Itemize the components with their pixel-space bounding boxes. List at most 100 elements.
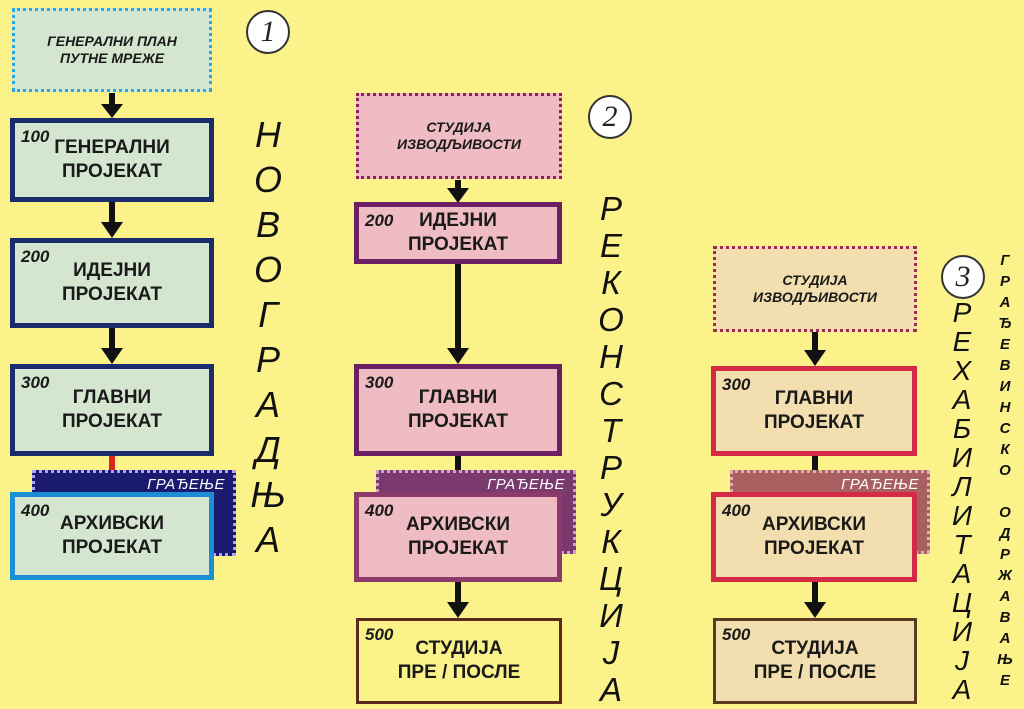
col2-box-200-line2: ПРОЈЕКАТ (407, 234, 509, 255)
col1-vertical-letter: Г (258, 294, 278, 335)
col1-box-400-number: 400 (21, 501, 50, 520)
col2-vertical-letter: А (599, 671, 622, 708)
col1-box-200-line1: ИДЕЈНИ (73, 260, 151, 282)
col3-vertical-letter: А (952, 384, 972, 415)
col2-arrow-2 (447, 264, 469, 364)
col3-vertical-small-letter: Е (999, 336, 1010, 353)
col1-box-400-line2: ПРОЈЕКАТ (61, 537, 163, 558)
col2-vertical-letter: Р (599, 190, 622, 227)
col3-vertical-small-letter: А (999, 294, 1011, 311)
col3-box-500-line2: ПРЕ / ПОСЛЕ (753, 662, 877, 683)
col3-vertical-letter: Т (953, 529, 971, 560)
col3-vertical-small-letter: О (999, 504, 1011, 521)
col3-vertical-small-letter (1003, 481, 1007, 502)
col1-box-300-number: 300 (21, 373, 50, 392)
col1-box-200-number: 200 (21, 247, 50, 266)
col3-source-box: СТУДИЈА ИЗВОДЉИВОСТИ (713, 246, 917, 332)
col3-box-500-line1: СТУДИЈА (771, 638, 859, 660)
col2-box-200: 200 ИДЕЈНИ ПРОЈЕКАТ (354, 202, 562, 264)
col3-vertical-small-letter: А (999, 588, 1011, 605)
col3-box-400: 400 АРХИВСКИ ПРОЈЕКАТ (711, 492, 917, 582)
col2-construction-label: ГРАЂЕЊЕ (487, 476, 565, 493)
col2-box-300-line1: ГЛАВНИ (418, 387, 498, 409)
col2-box-200-line1: ИДЕЈНИ (419, 210, 497, 232)
col1-vertical-letter: О (253, 249, 282, 290)
col3-vertical-small-letter: Њ (997, 651, 1013, 668)
col3-vertical-letter: Б (952, 413, 972, 444)
col2-vertical-letter: Н (599, 338, 623, 375)
col3-vertical-letter: И (951, 442, 973, 473)
col1-arrow-3 (101, 328, 123, 364)
col3-vertical-letter: Е (952, 326, 972, 357)
col3-box-300-number: 300 (722, 375, 751, 394)
col3-vertical-letter: Р (952, 297, 972, 328)
col3-vertical-small-letter: Р (999, 273, 1010, 290)
col1-box-400: 400 АРХИВСКИ ПРОЈЕКАТ (10, 492, 214, 580)
col3-vertical-letter: Ц (951, 587, 973, 618)
col2-vertical-letter: О (598, 301, 624, 338)
col1-box-100-number: 100 (21, 127, 50, 146)
col3-vertical-small-letter: Н (999, 399, 1011, 416)
col2-box-400-line1: АРХИВСКИ (406, 514, 510, 536)
col2-box-200-number: 200 (365, 211, 394, 230)
col1-vertical-letter: Р (255, 339, 280, 380)
col1-vertical-letter: А (255, 384, 280, 425)
col3-vertical-small-letter: В (999, 357, 1011, 374)
col3-vertical-letter: А (952, 674, 972, 705)
col2-arrow-4 (447, 582, 469, 618)
col1-box-300: 300 ГЛАВНИ ПРОЈЕКАТ (10, 364, 214, 456)
col3-box-300: 300 ГЛАВНИ ПРОЈЕКАТ (711, 366, 917, 456)
col2-vertical-letter: Е (599, 227, 622, 264)
col3-vertical-letter: Ј (955, 645, 969, 676)
col3-vertical-letter: Х (952, 355, 972, 386)
col1-source-line2: ПУТНЕ МРЕЖЕ (59, 50, 165, 66)
col1-box-100-line2: ПРОЈЕКАТ (61, 161, 163, 182)
col3-marker: 3 (941, 255, 985, 299)
col2-box-500-line1: СТУДИЈА (415, 638, 503, 660)
col3-arrow-3 (804, 582, 826, 618)
col1-vertical-letter: Д (255, 429, 281, 470)
col3-vertical-small-letter: Е (999, 672, 1010, 689)
col3-vertical-small-letter: А (999, 630, 1011, 647)
col3-vertical-small-letter: Г (1000, 252, 1010, 269)
col3-vertical-small-letter: Ж (998, 567, 1012, 584)
col2-vertical-letter: С (599, 375, 623, 412)
col1-vertical-letter: Н (255, 114, 281, 155)
col2-marker: 2 (588, 95, 632, 139)
col2-box-400-line2: ПРОЈЕКАТ (407, 538, 509, 559)
col1-box-300-line1: ГЛАВНИ (72, 387, 152, 409)
col3-vertical-small-letter: С (999, 420, 1011, 437)
col2-source-line1: СТУДИЈА (426, 118, 492, 135)
col1-box-100-line1: ГЕНЕРАЛНИ (54, 137, 170, 159)
col2-vertical-letter: И (599, 597, 623, 634)
col2-vertical-letter: К (601, 523, 621, 560)
col1-vertical-letter: О (253, 159, 282, 200)
col1-vertical-letter: В (255, 204, 280, 245)
col3-vertical-letter: И (951, 500, 973, 531)
col2-source-line2: ИЗВОДЉИВОСТИ (397, 136, 521, 152)
col3-vertical-small-letter: Ђ (998, 315, 1012, 332)
col3-vertical-small-letter: И (999, 378, 1011, 395)
col3-vertical-letter: А (952, 558, 972, 589)
col1-box-300-line2: ПРОЈЕКАТ (61, 411, 163, 432)
col3-arrow-1 (804, 332, 826, 366)
col3-vertical-small-letter: Д (999, 525, 1011, 542)
col2-box-500-number: 500 (365, 625, 394, 644)
col3-box-500: 500 СТУДИЈА ПРЕ / ПОСЛЕ (713, 618, 917, 704)
col2-box-300-number: 300 (365, 373, 394, 392)
col2-vertical-letter: Ј (602, 634, 620, 671)
col3-box-300-line2: ПРОЈЕКАТ (763, 412, 865, 433)
col1-box-200: 200 ИДЕЈНИ ПРОЈЕКАТ (10, 238, 214, 328)
col3-box-300-line1: ГЛАВНИ (774, 388, 854, 410)
col3-vertical-small-letter: В (999, 609, 1011, 626)
col2-vertical-letter: К (601, 264, 621, 301)
col2-box-500: 500 СТУДИЈА ПРЕ / ПОСЛЕ (356, 618, 562, 704)
col2-vertical-letter: Т (600, 412, 622, 449)
col3-vertical-letter: И (951, 616, 973, 647)
col1-vertical-letter: А (255, 519, 280, 560)
col1-source-box: ГЕНЕРАЛНИ ПЛАН ПУТНЕ МРЕЖЕ (12, 8, 212, 92)
